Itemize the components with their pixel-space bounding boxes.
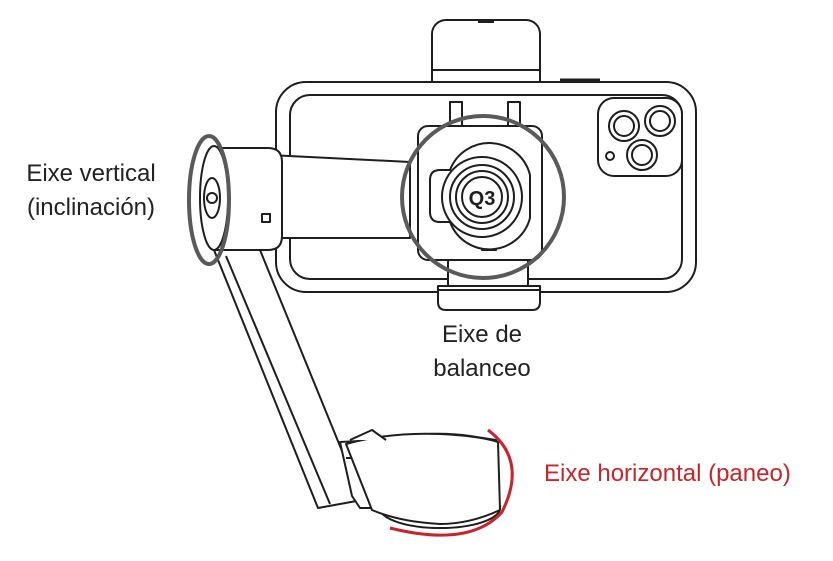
roll-motor	[429, 142, 531, 251]
phone-camera-module	[597, 97, 683, 177]
tilt-axis-label-line2: (inclinación)	[26, 194, 156, 221]
tilt-axis-label: Eixe vertical (inclinación)	[16, 157, 166, 225]
roll-axis-label-line2: balanceo	[433, 355, 531, 382]
pan-axis-highlight	[389, 428, 514, 537]
roll-axis-label: Eixe de balanceo	[424, 318, 540, 386]
pan-axis-label: Eixe horizontal (paneo)	[544, 460, 791, 487]
bottom-clamp	[437, 257, 541, 311]
tilt-axis-label-line1: Eixe vertical	[26, 160, 156, 187]
tilt-axis-highlight	[187, 134, 231, 266]
roll-axis-label-line1: Eixe de	[441, 321, 523, 348]
roll-axis-highlight	[400, 114, 566, 280]
pan-motor	[339, 429, 501, 529]
device-badge: Q3	[469, 188, 496, 210]
tilt-motor	[199, 145, 283, 251]
